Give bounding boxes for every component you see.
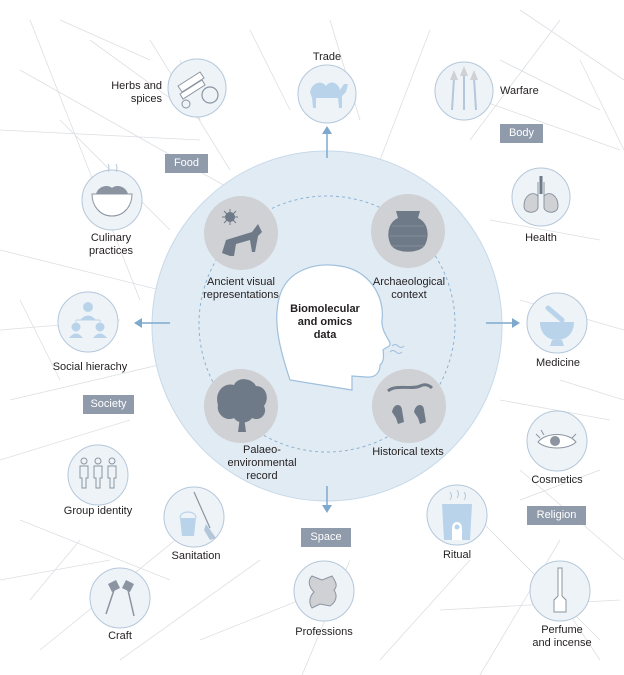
category-society: Society <box>83 395 134 414</box>
ancient-visual-icon <box>204 196 278 270</box>
professions-leather-icon <box>293 560 355 622</box>
craft-tools-icon <box>89 567 151 629</box>
sanitation-broom-icon <box>163 486 225 548</box>
culinary-bowl-icon <box>81 163 143 231</box>
center-line-1: Biomolecular <box>290 303 360 315</box>
label-group-identity: Group identity <box>63 505 133 517</box>
label-health: Health <box>525 232 557 244</box>
label-archaeological: Archaeological context <box>372 276 446 301</box>
label-ancient-visual: Ancient visual representations <box>203 276 279 301</box>
category-religion: Religion <box>527 506 586 525</box>
label-palaeo: Palaeo- environmental record <box>227 444 297 482</box>
label-medicine: Medicine <box>535 357 581 369</box>
cosmetics-eye-icon <box>526 410 588 472</box>
perfume-bottle-icon <box>529 560 591 622</box>
label-professions: Professions <box>295 626 353 638</box>
center-line-2: and omics <box>297 316 353 328</box>
label-ritual: Ritual <box>442 549 472 561</box>
social-hierarchy-icon <box>57 291 119 353</box>
medicine-mortar-icon <box>526 292 588 354</box>
health-lungs-icon <box>511 167 571 227</box>
category-food: Food <box>165 154 208 173</box>
center-line-3: data <box>313 329 337 341</box>
ritual-icon <box>426 484 488 546</box>
label-cosmetics: Cosmetics <box>531 474 583 486</box>
herbs-spices-icon <box>167 58 227 118</box>
label-herbs-spices: Herbs and spices <box>111 80 162 105</box>
trade-camel-icon <box>297 64 357 124</box>
head-silhouette <box>276 264 405 391</box>
label-perfume-incense: Perfume and incense <box>532 624 592 649</box>
label-trade: Trade <box>312 51 342 63</box>
category-body: Body <box>500 124 543 143</box>
warfare-icon <box>434 61 494 121</box>
group-identity-icon <box>67 444 129 506</box>
center-label: Biomolecular and omics data <box>289 303 361 342</box>
label-craft: Craft <box>108 630 132 642</box>
category-space: Space <box>301 528 351 547</box>
arrows <box>134 126 520 513</box>
historical-texts-icon <box>372 369 446 443</box>
label-historical: Historical texts <box>372 446 444 458</box>
palaeo-tree-icon <box>204 369 278 443</box>
dashed-inner-ring <box>198 195 456 453</box>
archaeological-vessel-icon <box>371 194 445 268</box>
label-warfare: Warfare <box>500 85 539 97</box>
label-social-hierarchy: Social hierachy <box>52 361 128 373</box>
label-sanitation: Sanitation <box>171 550 221 562</box>
label-culinary: Culinary practices <box>88 232 134 257</box>
